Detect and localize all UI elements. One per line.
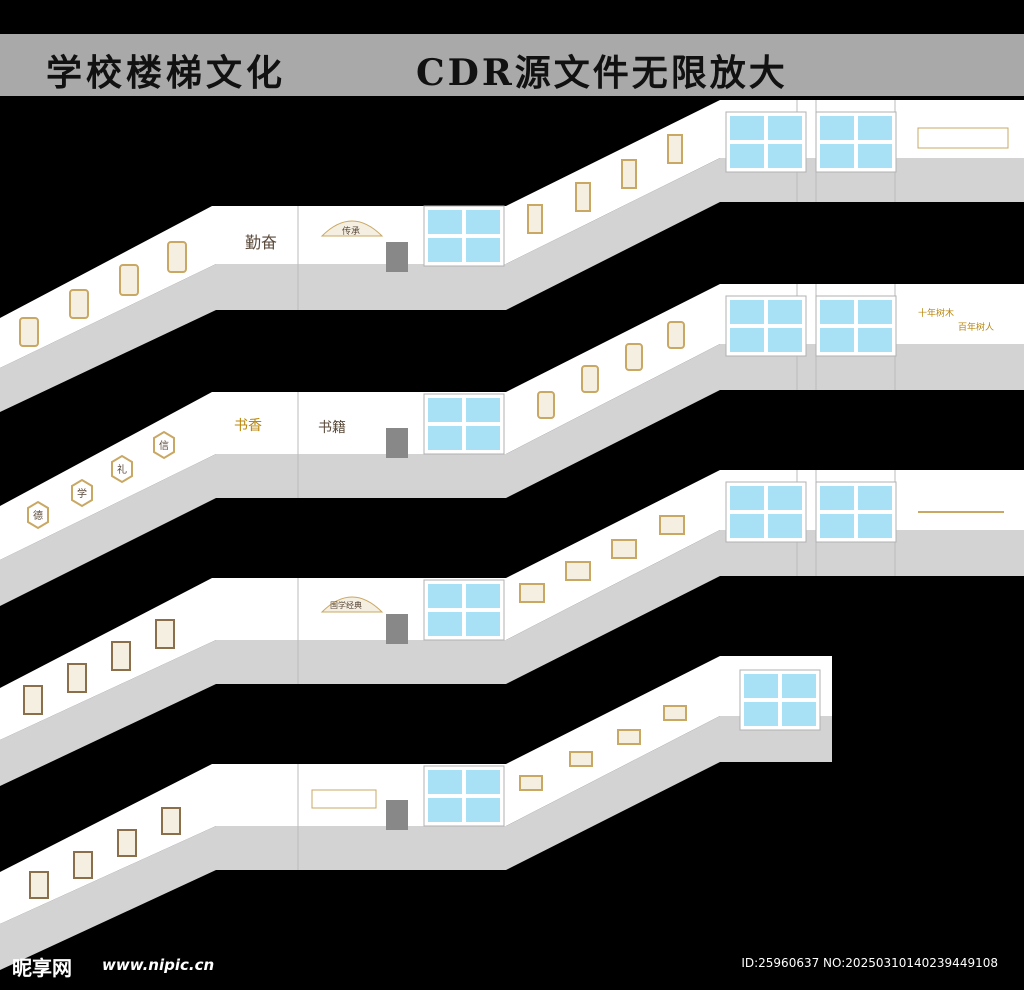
footer-id: ID:25960637 NO:20250310140239449108 — [741, 956, 998, 970]
floor-2: 德 学 礼 信 书香 书籍 十年树木 百年树人 — [0, 284, 1024, 606]
page-title: 学校楼梯文化 — [46, 52, 287, 94]
hex-xue: 学 — [77, 487, 87, 500]
hex-li: 礼 — [117, 463, 127, 476]
slogan-qinfen: 勤奋 — [245, 233, 277, 252]
floor-3: 国学经典 — [0, 470, 1024, 786]
slogan-shinian: 十年树木 — [918, 307, 954, 319]
fan-label: 传承 — [342, 225, 360, 237]
shuji-label: 书籍 — [318, 419, 346, 436]
footer-logo: 昵享网 — [12, 956, 72, 980]
footer-url[interactable]: www.nipic.cn — [102, 956, 215, 974]
floor-4 — [0, 656, 832, 970]
floor-1: 勤奋 传承 — [0, 100, 1024, 412]
hex-xin: 信 — [159, 440, 169, 452]
title-bar: 学校楼梯文化 CDR源文件无限放大 — [0, 34, 1024, 96]
page-subtitle: CDR源文件无限放大 — [416, 52, 788, 94]
slogan-bainian: 百年树人 — [958, 321, 994, 333]
hex-de: 德 — [33, 509, 43, 522]
guoxue-label: 国学经典 — [330, 600, 362, 610]
shuxiang-label: 书香 — [234, 418, 262, 434]
